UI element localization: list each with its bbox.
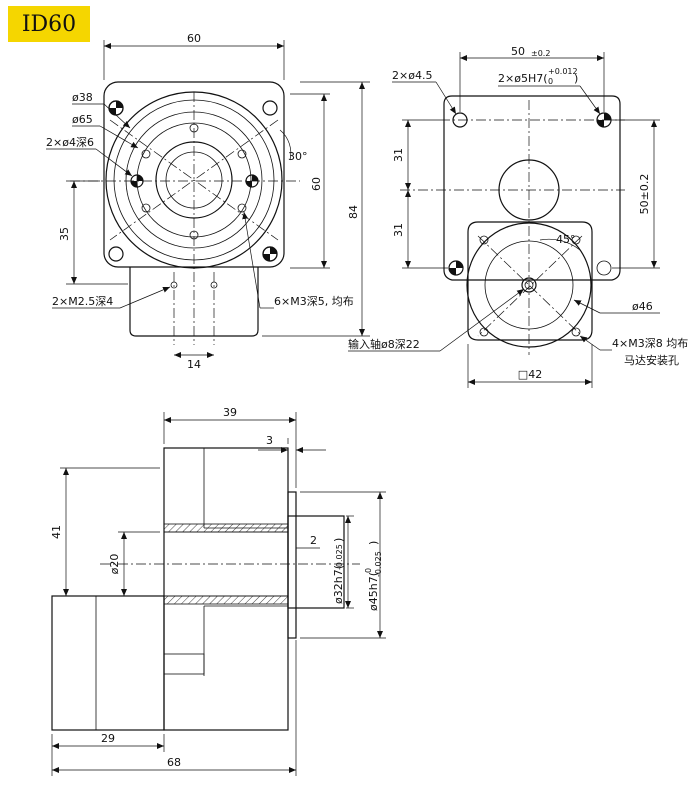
svg-text:): ) [367, 541, 380, 545]
dim-rear-h50: 50±0.2 [638, 174, 651, 215]
label-holes-4x4: 2×ø4深6 [46, 136, 94, 149]
label-rear-d5h7-up: +0.012 [548, 67, 578, 76]
label-rear-input: 输入轴ø8深22 [348, 337, 420, 351]
label-rear-d5h7-end: ) [574, 72, 578, 85]
side-view: 39 3 41 ø20 2 ø32h7( -0.025 ) ø45h7( [50, 406, 386, 776]
label-rear-m3x4: 4×M3深8 均布 [612, 337, 688, 350]
dim-side-h41: 41 [50, 525, 63, 539]
label-angle30: 30° [288, 150, 308, 163]
label-rear-d46: ø46 [632, 300, 653, 313]
label-d65: ø65 [72, 113, 93, 126]
dim-side-d32: ø32h7( -0.025 ) [332, 538, 345, 604]
dim-side-w68: 68 [167, 756, 181, 769]
label-m25: 2×M2.5深4 [52, 295, 113, 308]
rear-plate [443, 95, 621, 281]
dim-rear-31b: 31 [392, 223, 405, 237]
dim-front-h35: 35 [58, 227, 71, 241]
dim-front-w14: 14 [187, 358, 201, 371]
dim-rear-sq42: □42 [518, 368, 542, 381]
dim-side-d2: 2 [310, 534, 317, 547]
svg-text:-0.025: -0.025 [335, 544, 344, 570]
dim-side-w29: 29 [101, 732, 115, 745]
svg-text:ø45h7(: ø45h7( [367, 572, 380, 611]
label-rear-d5h7-lo: 0 [548, 77, 553, 86]
dim-front-h84: 84 [347, 205, 360, 219]
dim-front-h60: 60 [310, 177, 323, 191]
label-rear-d45: 2×ø4.5 [392, 69, 432, 82]
side-output-flange [287, 515, 345, 609]
dim-side-w39: 39 [223, 406, 237, 419]
svg-text:-0.025: -0.025 [374, 551, 383, 577]
svg-text:): ) [332, 538, 345, 542]
label-rear-d5h7: 2×ø5H7( [498, 72, 548, 85]
dim-rear-w50-tol: ±0.2 [531, 49, 550, 58]
model-badge: ID60 [8, 6, 90, 42]
label-rear-motor: 马达安装孔 [624, 353, 679, 367]
dim-side-d20: ø20 [108, 554, 121, 575]
svg-text:0: 0 [364, 568, 373, 573]
label-rear-angle45: 45° [556, 233, 576, 246]
label-m3x6: 6×M3深5, 均布 [274, 295, 354, 308]
svg-text:ø32h7(: ø32h7( [332, 565, 345, 604]
dim-side-d45h7: ø45h7( 0 -0.025 ) [364, 541, 383, 611]
front-view: 60 60 84 35 14 ø38 ø65 2×ø4深6 30° 2×M2.5… [46, 32, 370, 371]
dim-side-d3: 3 [266, 434, 273, 447]
side-motor-body [51, 595, 165, 731]
side-housing [163, 447, 289, 731]
dim-front-width: 60 [187, 32, 201, 45]
rear-view: 50 ±0.2 31 31 50±0.2 □42 2×ø4.5 2×ø5H7( … [348, 45, 688, 388]
label-d38: ø38 [72, 91, 93, 104]
rear-motor-square [467, 221, 593, 341]
dim-rear-w50: 50 [511, 45, 525, 58]
dim-rear-31a: 31 [392, 148, 405, 162]
